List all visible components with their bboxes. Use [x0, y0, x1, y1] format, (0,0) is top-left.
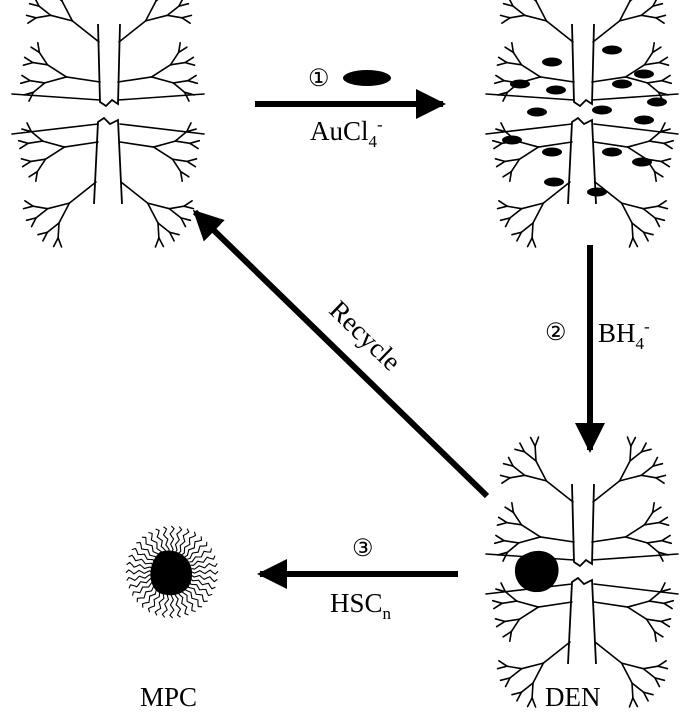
step2-number: ②: [545, 320, 567, 346]
gold-nanoparticle: [514, 550, 559, 593]
step1-number: ①: [308, 66, 330, 92]
step1-reagent: AuCl4-: [310, 115, 383, 151]
recycle-arrow: [192, 209, 490, 499]
gold-ion-dots: [502, 45, 667, 197]
step3-reagent: HSCn: [330, 588, 392, 623]
dendrimer-encapsulated-nanoparticle: [485, 436, 679, 708]
empty-dendrimer: [11, 0, 205, 248]
mpc-particle: [125, 525, 219, 619]
recycle-label: Recycle: [324, 295, 407, 377]
den-label: DEN: [545, 682, 601, 712]
gold-loaded-dendrimer: [485, 0, 679, 248]
step3-number: ③: [352, 536, 374, 562]
gold-ion-icon: [343, 70, 391, 86]
mpc-label: MPC: [140, 682, 197, 712]
step2-reagent: BH4-: [598, 317, 650, 353]
